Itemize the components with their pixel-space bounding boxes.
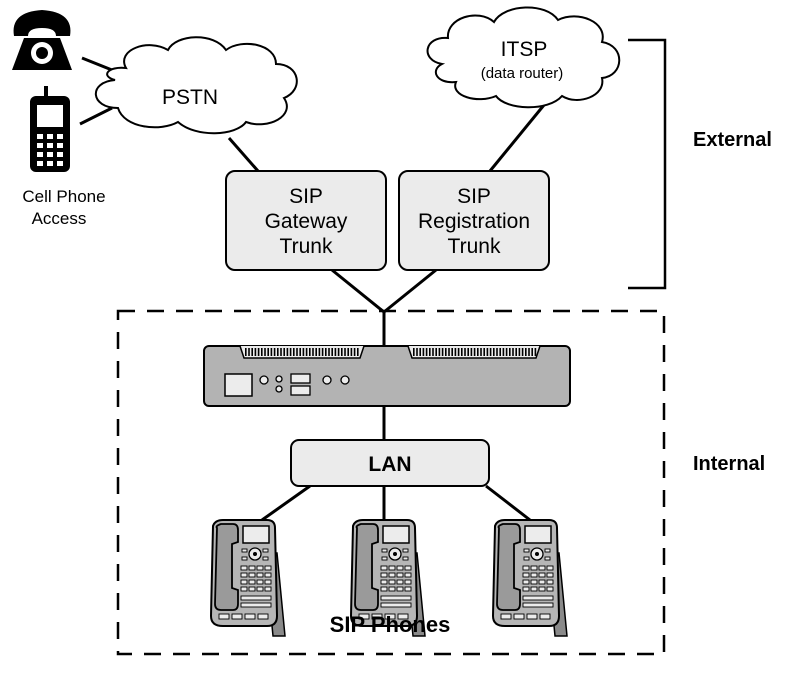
pbx-appliance-icon xyxy=(203,345,571,407)
cell-phone-label-line1: Cell Phone xyxy=(22,187,105,206)
sip-phone-icon xyxy=(492,519,568,637)
registration-trunk-line2: Registration xyxy=(418,210,530,233)
line-lan-phone-1 xyxy=(261,484,311,522)
registration-trunk-line1: SIP xyxy=(457,185,491,208)
lan-box: LAN xyxy=(290,439,490,487)
itsp-label: ITSP xyxy=(501,38,548,61)
line-itsp-registration xyxy=(488,104,546,172)
internal-label: Internal xyxy=(693,453,765,475)
gateway-trunk-line3: Trunk xyxy=(280,235,333,258)
line-lan-phone-3 xyxy=(485,484,531,522)
pstn-label: PSTN xyxy=(162,86,218,109)
line-gateway-pbx xyxy=(331,268,385,314)
sip-registration-trunk-box: SIP Registration Trunk xyxy=(398,170,550,271)
internal-boundary xyxy=(116,309,666,656)
cloud-icon xyxy=(94,36,298,135)
external-bracket xyxy=(628,38,667,290)
gateway-trunk-line1: SIP xyxy=(289,185,323,208)
line-cellphone-pstn xyxy=(79,106,113,126)
line-pstn-gateway xyxy=(227,137,260,172)
cell-phone-label-line2: Access xyxy=(32,209,87,228)
sip-phones-label: SIP Phones xyxy=(330,612,451,637)
external-label: External xyxy=(693,129,772,151)
connection-lines xyxy=(79,56,546,522)
desk-phone-icon xyxy=(12,10,72,70)
gateway-trunk-line2: Gateway xyxy=(265,210,348,233)
line-registration-pbx xyxy=(383,268,437,314)
itsp-sublabel: (data router) xyxy=(481,65,564,82)
cell-phone-icon xyxy=(30,86,70,172)
cloud-icon xyxy=(426,6,621,109)
lan-label: LAN xyxy=(368,453,411,476)
sip-phone-icon xyxy=(210,519,286,637)
pstn-cloud: PSTN xyxy=(94,36,298,135)
sip-gateway-trunk-box: SIP Gateway Trunk xyxy=(225,170,387,271)
itsp-cloud: ITSP (data router) xyxy=(426,6,621,109)
registration-trunk-line3: Trunk xyxy=(448,235,501,258)
